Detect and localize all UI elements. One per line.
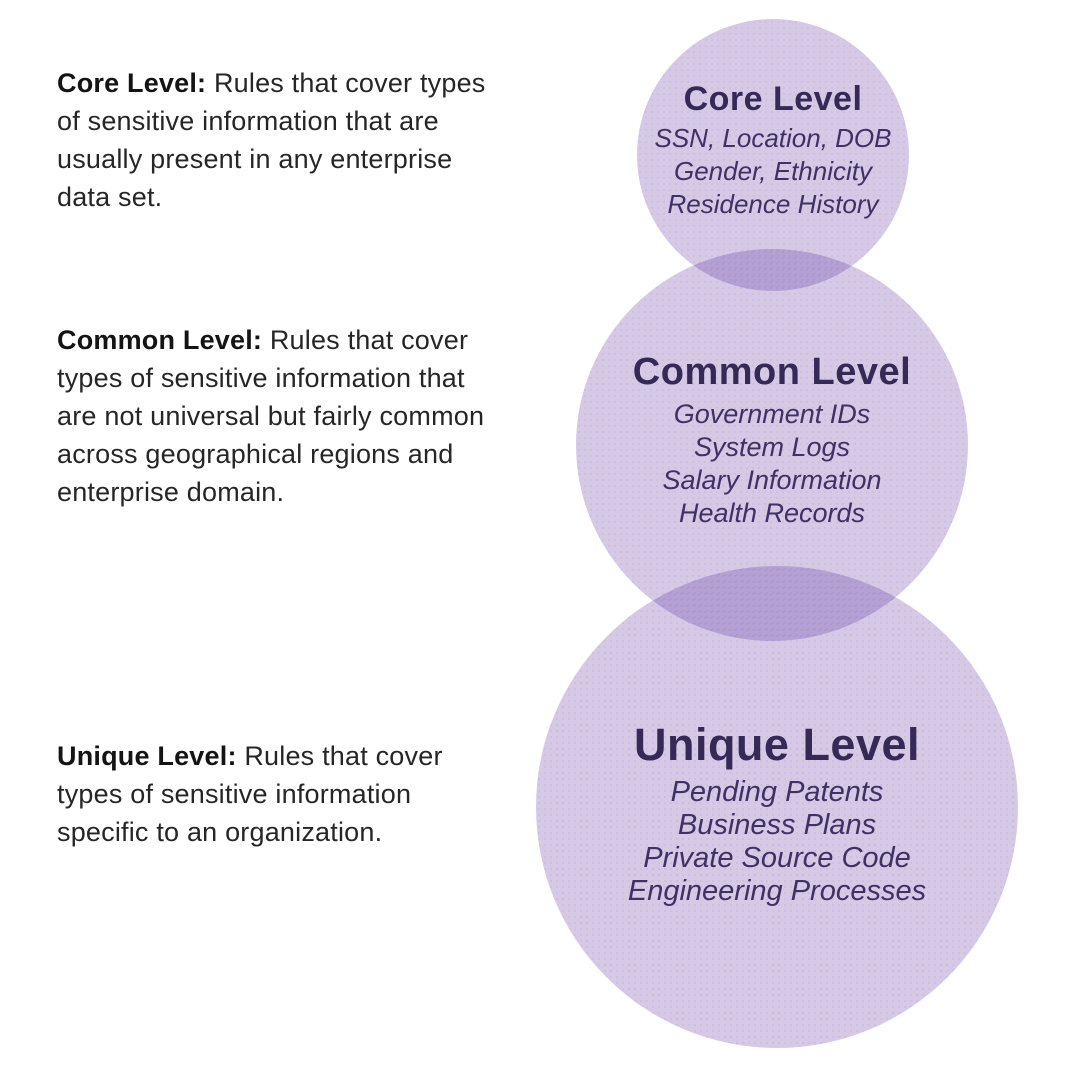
core-level-item: SSN, Location, DOB bbox=[654, 123, 892, 153]
core-level-item: Gender, Ethnicity bbox=[674, 156, 872, 186]
core-level-description: Core Level: Rules that cover types of se… bbox=[57, 64, 497, 216]
unique-level-item: Private Source Code bbox=[643, 842, 911, 874]
common-level-item: Health Records bbox=[678, 498, 866, 528]
core-level-description-text: Rules that cover types of sensitive info… bbox=[57, 68, 486, 212]
common-level-item: System Logs bbox=[693, 432, 851, 462]
common-level-circle-title: Common Level bbox=[632, 351, 912, 393]
unique-level-description-label: Unique Level: bbox=[57, 741, 237, 771]
unique-level-circle-title: Unique Level bbox=[633, 719, 921, 770]
unique-level-description-text: Rules that cover types of sensitive info… bbox=[57, 741, 443, 847]
common-level-description: Common Level: Rules that cover types of … bbox=[57, 321, 497, 511]
core-level-item: Residence History bbox=[667, 189, 879, 219]
unique-level-item: Business Plans bbox=[677, 809, 877, 841]
common-level-item: Salary Information bbox=[662, 465, 882, 495]
common-level-item: Government IDs bbox=[673, 399, 871, 429]
core-level-circle-title: Core Level bbox=[683, 80, 863, 118]
unique-level-item: Engineering Processes bbox=[627, 875, 927, 907]
core-level-circle: Core Level SSN, Location, DOB Gender, Et… bbox=[637, 19, 909, 291]
unique-level-item: Pending Patents bbox=[670, 776, 884, 808]
core-level-description-label: Core Level: bbox=[57, 68, 207, 98]
common-level-description-text: Rules that cover types of sensitive info… bbox=[57, 325, 485, 507]
common-level-circle: Common Level Government IDs System Logs … bbox=[576, 249, 968, 641]
unique-level-circle: Unique Level Pending Patents Business Pl… bbox=[536, 566, 1018, 1048]
common-level-description-label: Common Level: bbox=[57, 325, 263, 355]
unique-level-description: Unique Level: Rules that cover types of … bbox=[57, 737, 497, 851]
